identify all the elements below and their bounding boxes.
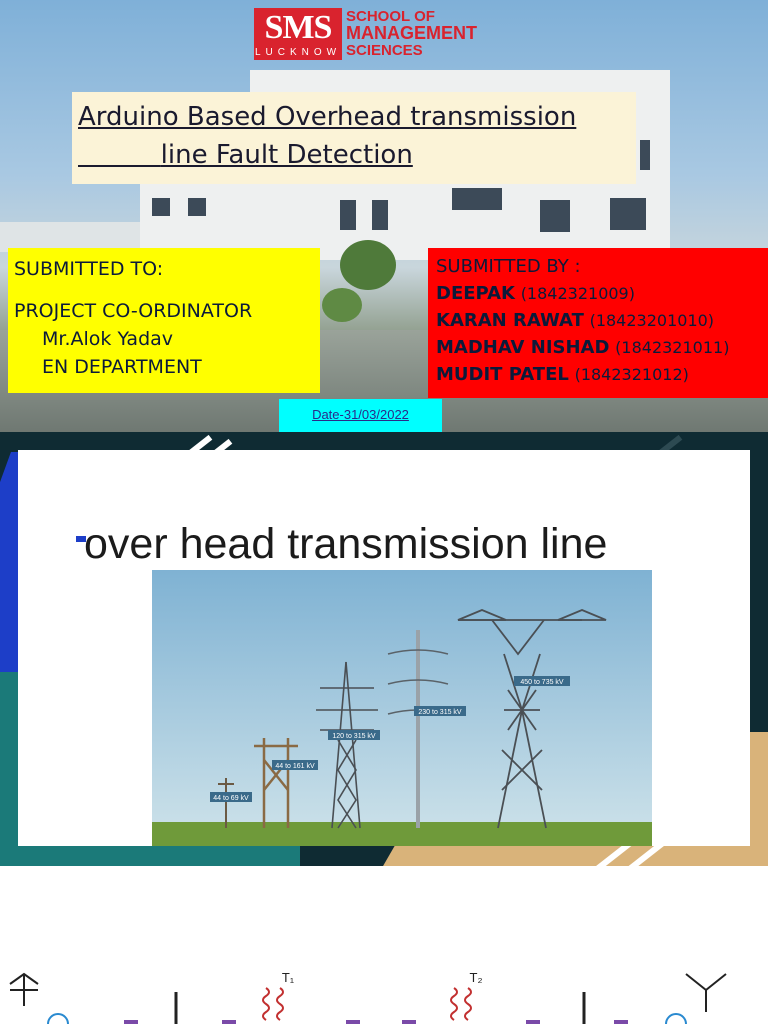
voltage-tag [414, 706, 466, 716]
title-slide: SMS LUCKNOW SCHOOL OF MANAGEMENT SCIENCE… [0, 0, 768, 432]
voltage-label: 44 to 161 kV [275, 763, 315, 770]
transformer-t1 [262, 987, 284, 1021]
source-circle-left [47, 1013, 69, 1024]
voltage-tag [328, 730, 380, 740]
voltage-label: 120 to 315 kV [332, 733, 376, 740]
project-title-line2-text: line Fault Detection [160, 140, 413, 170]
lattice-tower-large [457, 609, 607, 829]
grass-strip [152, 822, 652, 846]
project-title-box: Arduino Based Overhead transmission line… [72, 92, 636, 184]
line-segment [614, 1020, 628, 1024]
voltage-label: 230 to 315 kV [418, 709, 462, 716]
project-title-line2: line Fault Detection [78, 140, 413, 170]
building-window [372, 200, 388, 230]
h-frame-pole [254, 738, 298, 828]
breakers [174, 992, 586, 1024]
building-window [452, 188, 502, 210]
coordinator-role: PROJECT CO-ORDINATOR [14, 300, 253, 322]
member-id: (1842321011) [615, 338, 730, 357]
voltage-tag [210, 792, 252, 802]
logo-line: SCHOOL OF [346, 8, 435, 25]
member-id: (1842321009) [520, 284, 635, 303]
submitted-to-box: SUBMITTED TO: PROJECT CO-ORDINATOR Mr.Al… [8, 248, 320, 393]
school-logo: SMS LUCKNOW SCHOOL OF MANAGEMENT SCIENCE… [254, 8, 486, 60]
title-accent-mark [76, 536, 86, 542]
small-pole [218, 778, 234, 828]
logo-city: LUCKNOW [254, 46, 342, 60]
line-segment [222, 1020, 236, 1024]
building-window [610, 198, 646, 230]
member-name: DEEPAK [436, 283, 515, 304]
coordinator-department: EN DEPARTMENT [42, 356, 202, 378]
generator-left-symbol [9, 972, 39, 1006]
member-id: (18423201010) [589, 311, 715, 330]
logo-wordmark: SCHOOL OF MANAGEMENT SCIENCES [346, 8, 486, 59]
transformer-t2 [450, 987, 472, 1021]
transmission-towers-illustration: 44 to 69 kV 44 to 161 kV 120 to 315 kV 2… [152, 570, 652, 846]
source-circle-right [665, 1013, 687, 1024]
line-segment [402, 1020, 416, 1024]
team-member: DEEPAK (1842321009) [436, 283, 635, 304]
presentation-date: Date-31/03/2022 [312, 407, 409, 422]
line-segments [124, 1020, 628, 1024]
project-title-line1: Arduino Based Overhead transmission [78, 102, 577, 132]
logo-line: MANAGEMENT [346, 23, 477, 43]
member-name: KARAN RAWAT [436, 310, 584, 331]
line-segment [346, 1020, 360, 1024]
building-window [152, 198, 170, 216]
circuit-diagram-slide: T₁ T₂ [0, 866, 768, 1024]
tree [322, 288, 362, 322]
submitted-by-heading: SUBMITTED BY : [436, 256, 581, 277]
voltage-label: 450 to 735 kV [520, 679, 564, 686]
logo-line: SCIENCES [346, 42, 423, 59]
overhead-line-slide: over head transmission line [0, 432, 768, 866]
generator-right-symbol [685, 973, 727, 1012]
team-member: MADHAV NISHAD (1842321011) [436, 337, 729, 358]
voltage-label-tags: 44 to 69 kV 44 to 161 kV 120 to 315 kV 2… [210, 676, 570, 802]
transformer-label-t2: T₂ [470, 970, 483, 985]
team-member: MUDIT PATEL (1842321012) [436, 364, 689, 385]
submitted-by-box: SUBMITTED BY : DEEPAK (1842321009) KARAN… [428, 248, 768, 398]
voltage-tag [272, 760, 318, 770]
tree [340, 240, 396, 290]
coordinator-name: Mr.Alok Yadav [42, 328, 174, 350]
line-segment [124, 1020, 138, 1024]
transformer-label-t1: T₁ [282, 970, 295, 985]
building-window [340, 200, 356, 230]
member-id: (1842321012) [574, 365, 689, 384]
building-window [540, 200, 570, 232]
building-window [640, 140, 650, 170]
voltage-label: 44 to 69 kV [213, 795, 249, 802]
slide-title: over head transmission line [84, 520, 608, 568]
member-name: MADHAV NISHAD [436, 337, 610, 358]
member-name: MUDIT PATEL [436, 364, 569, 385]
line-segment [526, 1020, 540, 1024]
date-box: Date-31/03/2022 [279, 399, 442, 432]
building-window [188, 198, 206, 216]
campus-building-left [0, 222, 140, 252]
voltage-tag [514, 676, 570, 686]
submitted-to-heading: SUBMITTED TO: [14, 258, 164, 280]
slide-content-card: over head transmission line [18, 450, 750, 846]
circuit-diagram: T₁ T₂ [9, 970, 727, 1024]
team-member: KARAN RAWAT (18423201010) [436, 310, 714, 331]
